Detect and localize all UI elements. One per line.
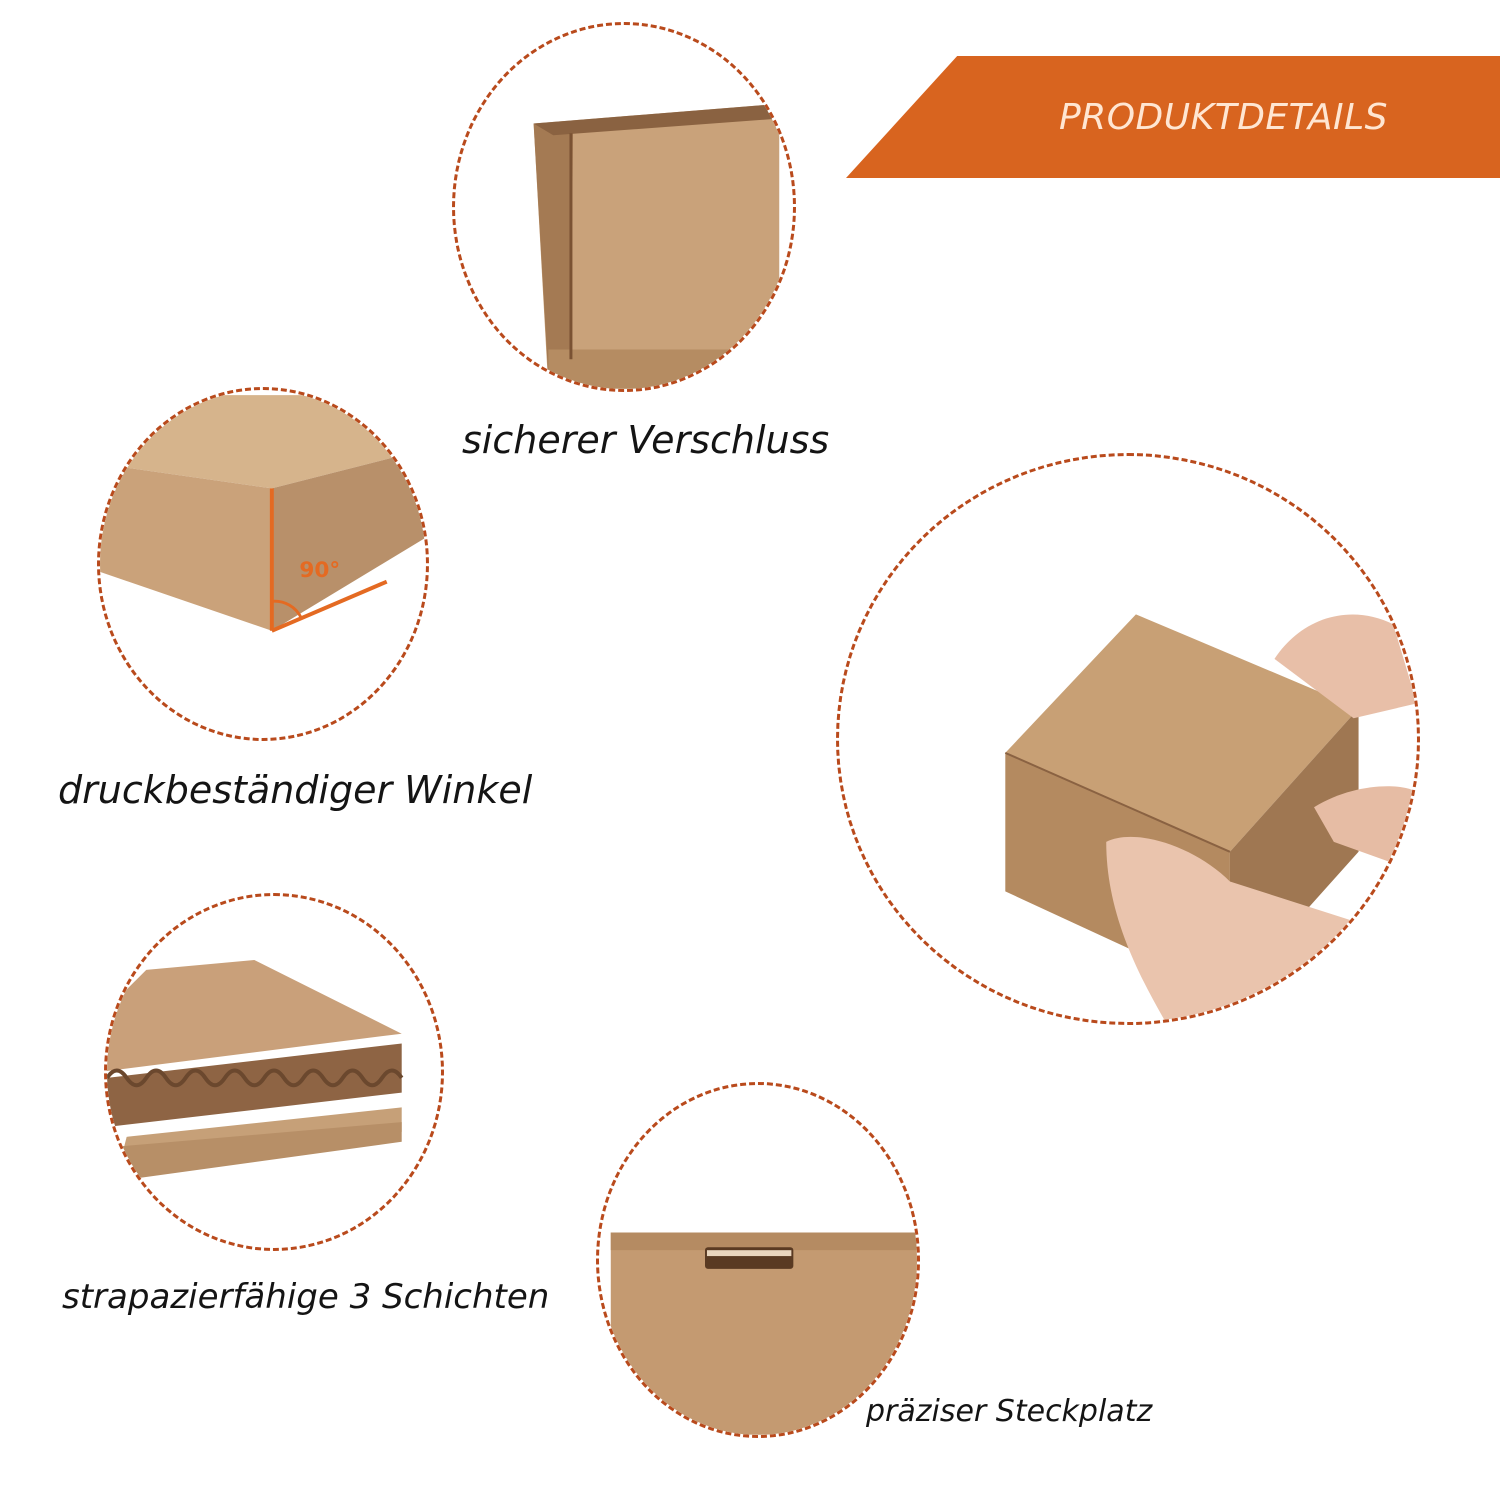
caption-angle: druckbeständiger Winkel (58, 768, 533, 812)
handheld-box-illustration (1004, 614, 1417, 1022)
caption-slot: präziser Steckplatz (866, 1394, 1153, 1429)
box-angle-illustration: 90° (100, 395, 426, 633)
angle-label: 90° (299, 558, 340, 583)
caption-layers: strapazierfähige 3 Schichten (62, 1277, 550, 1317)
box-closure-illustration (533, 103, 780, 389)
banner-title: PRODUKTDETAILS (1058, 96, 1388, 138)
detail-image-handheld-box (836, 453, 1420, 1025)
layers-illustration (107, 960, 404, 1182)
slot-illustration (610, 1232, 917, 1435)
detail-image-angle: 90° (97, 387, 429, 741)
detail-image-layers (104, 893, 444, 1251)
caption-closure: sicherer Verschluss (462, 418, 830, 462)
detail-image-closure (452, 22, 796, 392)
detail-image-slot (596, 1082, 920, 1438)
produktdetails-banner: PRODUKTDETAILS (846, 56, 1500, 178)
